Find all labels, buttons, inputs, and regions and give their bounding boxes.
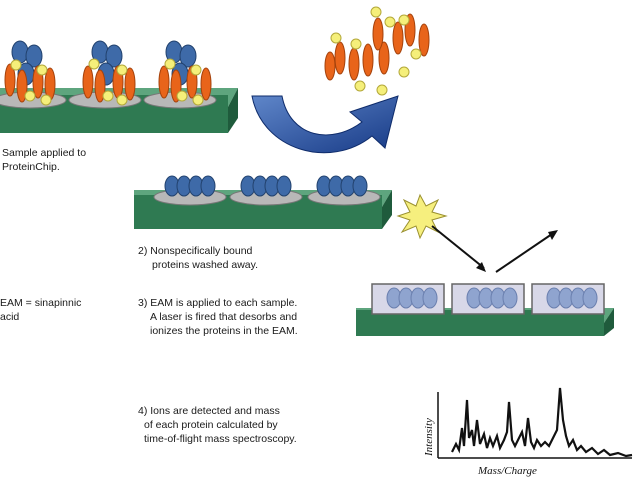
step-4-line-1: 4) Ions are detected and mass	[138, 405, 280, 417]
step-1-line-1: Sample applied to	[2, 147, 87, 159]
step-4-line-3: time-of-flight mass spectroscopy.	[144, 433, 297, 445]
chip-2-washed	[134, 175, 392, 229]
spectrum-y-label: Intensity	[423, 418, 435, 457]
eam-note-caption: EAM = sinapinnic acid	[0, 296, 81, 324]
step-3-line-3: ionizes the proteins in the EAM.	[150, 325, 298, 337]
step-4-caption: 4) Ions are detected and mass of each pr…	[138, 404, 297, 446]
step-2-line-1: 2) Nonspecifically bound	[138, 245, 253, 257]
laser-beam-arrow	[431, 225, 486, 272]
ion-flight-arrow	[495, 230, 558, 273]
step-1-caption: Sample applied to ProteinChip.	[2, 146, 86, 174]
spectrum-trace	[451, 387, 633, 458]
mass-spectrum: Mass/Charge Intensity	[423, 387, 633, 477]
step-4-line-2: of each protein calculated by	[144, 419, 278, 431]
protein-cluster-2	[82, 40, 136, 106]
wash-arrow	[251, 95, 399, 154]
step-2-line-2: proteins washed away.	[152, 259, 259, 271]
step-2-caption: 2) Nonspecifically bound proteins washed…	[138, 244, 258, 272]
step-1-line-2: ProteinChip.	[2, 161, 60, 173]
step-3-line-2: A laser is fired that desorbs and	[150, 311, 298, 323]
spectrum-x-label: Mass/Charge	[477, 465, 537, 477]
protein-cluster-1	[4, 40, 56, 106]
step-3-line-1: 3) EAM is applied to each sample.	[138, 297, 298, 309]
eam-note-line-2: acid	[0, 311, 20, 323]
chip-3-eam-applied	[356, 283, 614, 336]
washed-away-proteins	[324, 6, 430, 96]
eam-note-line-1: EAM = sinapinnic	[0, 297, 82, 309]
step-3-caption: 3) EAM is applied to each sample. A lase…	[138, 296, 298, 338]
protein-cluster-3	[158, 40, 212, 106]
